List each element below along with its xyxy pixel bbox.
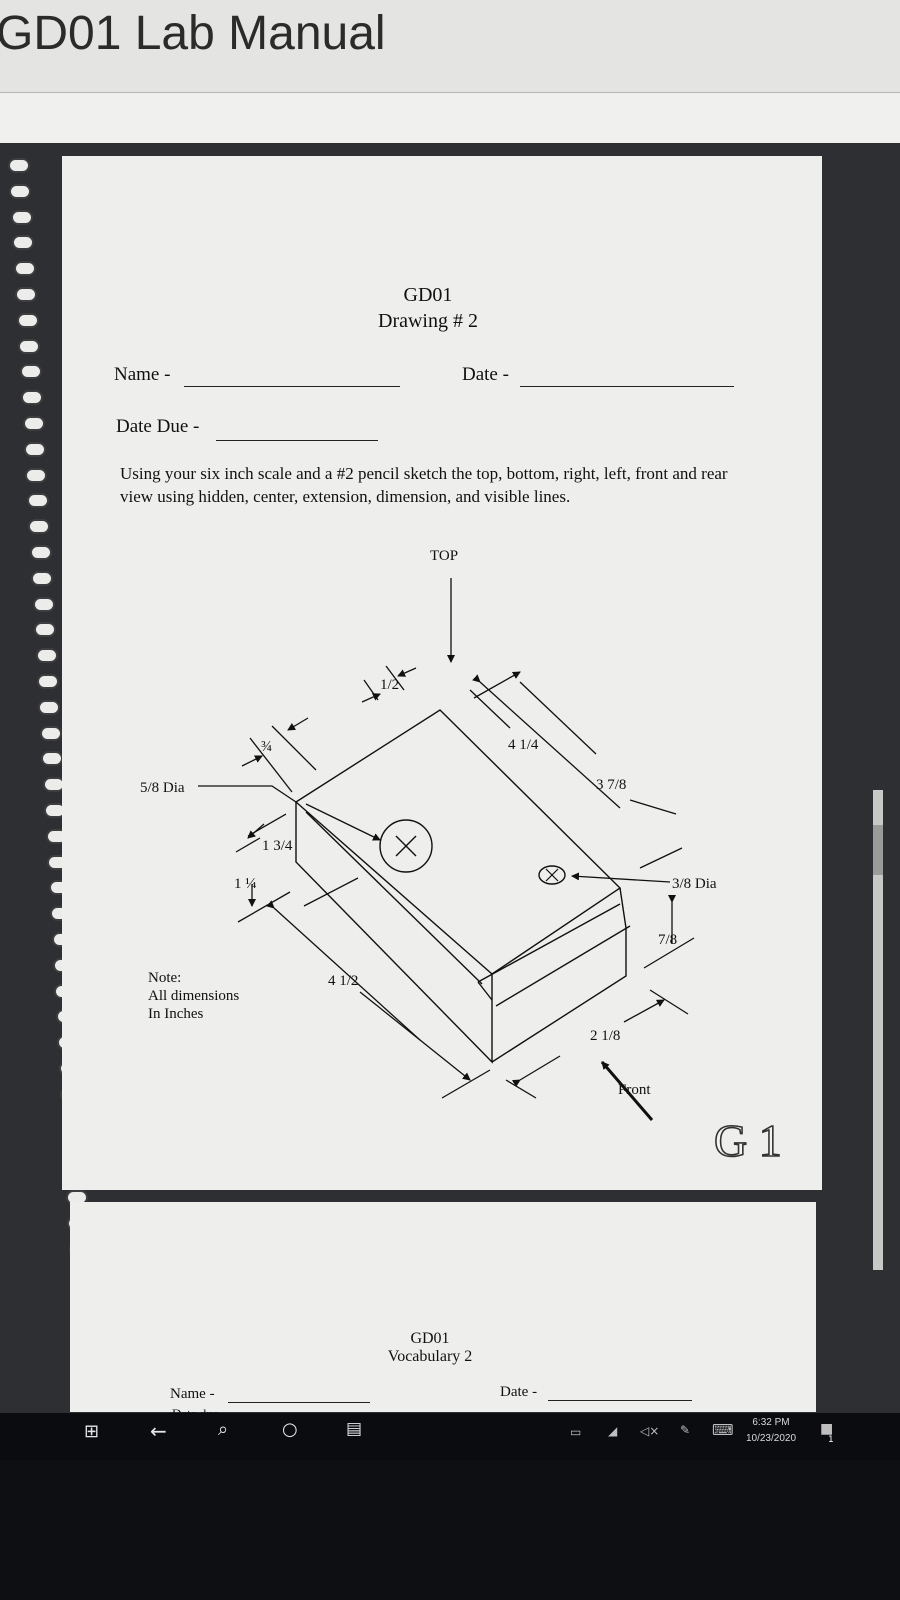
clock-time[interactable]: 6:32 PM <box>752 1417 790 1428</box>
scrollbar-thumb[interactable] <box>873 825 883 875</box>
notification-count: 1 <box>828 1435 834 1445</box>
stamp-g1: G 1 <box>714 1115 782 1166</box>
document-page-drawing: GD01 Drawing # 2 Name - Date - Date Due … <box>62 156 822 1190</box>
block-outline <box>294 709 631 1064</box>
wifi-icon[interactable]: ◢ <box>608 1424 618 1438</box>
label-half: 1/2 <box>380 677 399 693</box>
note-line-2: All dimensions <box>148 988 240 1004</box>
app-titlebar: GD01 Lab Manual <box>0 0 900 93</box>
binding-hole <box>37 674 59 689</box>
label-three-quarter: ¾ <box>261 739 272 755</box>
leader-3-8 <box>571 872 671 883</box>
date-line <box>520 386 734 387</box>
label-front: Front <box>618 1082 651 1098</box>
name-label: Name - <box>114 364 171 385</box>
leader-5-8 <box>198 785 297 803</box>
document-page-vocabulary: GD01 Vocabulary 2 Name - Date - Date due… <box>70 1202 816 1421</box>
page2-name-label: Name - <box>170 1386 215 1402</box>
label-3-8-dia: 3/8 Dia <box>672 876 717 892</box>
date-due-line <box>216 440 378 441</box>
keyboard-icon[interactable]: ⌨ <box>712 1421 734 1439</box>
front-view-arrow <box>600 1061 654 1121</box>
dimension-labels: TOP 5/8 Dia 3/8 Dia 1/2 ¾ 4 1/4 3 7/8 1 … <box>140 548 717 1098</box>
tablet-screen: GD01 Lab Manual GD01 Drawing # 2 Name - … <box>0 0 900 1460</box>
block-right-face <box>491 887 627 1063</box>
binding-hole <box>18 338 41 354</box>
binding-hole <box>31 570 54 586</box>
block-top-face <box>294 709 622 975</box>
note-line-1: Note: <box>148 970 182 986</box>
binding-hole <box>16 312 39 328</box>
battery-icon[interactable]: ▭ <box>570 1425 582 1439</box>
label-2-1-8: 2 1/8 <box>590 1028 620 1044</box>
app-title: GD01 Lab Manual <box>0 7 386 60</box>
label-3-7-8: 3 7/8 <box>596 777 626 793</box>
page2-name-line <box>228 1402 370 1403</box>
binding-hole <box>29 545 52 560</box>
windows-taskbar: ⊞ ← ⌕ ○ ▤ ▭ ◢ ◁× ✎ ⌨ 6:32 PM 10/23/2020 … <box>0 1413 900 1460</box>
label-7-8: 7/8 <box>658 932 677 948</box>
windows-start-icon[interactable]: ⊞ <box>84 1421 100 1442</box>
chamfer-edge <box>477 903 621 983</box>
binding-hole <box>38 699 61 715</box>
binding-hole <box>39 725 62 741</box>
page-heading: GD01 <box>403 284 453 306</box>
binding-hole <box>10 209 33 225</box>
isometric-drawing: TOP 5/8 Dia 3/8 Dia 1/2 ¾ 4 1/4 3 7/8 1 … <box>140 548 783 1167</box>
block-front-face <box>295 802 493 1064</box>
task-view-icon[interactable]: ▤ <box>346 1419 363 1439</box>
label-4-1-4: 4 1/4 <box>508 737 539 753</box>
label-1-1-4: 1 ¼ <box>234 876 257 892</box>
search-icon[interactable]: ⌕ <box>218 1419 229 1440</box>
binding-hole <box>26 493 49 509</box>
binding-hole <box>34 622 57 638</box>
hole-large <box>379 819 433 873</box>
speaker-muted-icon[interactable]: ◁× <box>640 1424 660 1438</box>
notification-icon[interactable]: ■ <box>820 1421 834 1437</box>
page2-date-line <box>548 1400 692 1401</box>
binding-hole <box>9 183 32 199</box>
label-5-8-dia: 5/8 Dia <box>140 780 185 796</box>
page2-heading: GD01 <box>410 1330 450 1347</box>
binding-hole <box>13 261 36 277</box>
binding-hole <box>19 364 42 380</box>
pen-icon[interactable]: ✎ <box>680 1423 691 1437</box>
label-top: TOP <box>430 548 458 564</box>
name-line <box>184 386 400 387</box>
label-4-1-2: 4 1/2 <box>328 973 358 989</box>
toolbar-band <box>0 93 900 143</box>
clock-date[interactable]: 10/23/2020 <box>745 1433 797 1444</box>
instructions-text: Using your six inch scale and a #2 penci… <box>120 464 728 506</box>
scrollbar-track[interactable] <box>873 790 883 1270</box>
binding-hole <box>35 648 58 664</box>
binding-hole <box>25 467 48 483</box>
page2-subheading: Vocabulary 2 <box>387 1348 473 1365</box>
binding-hole <box>23 441 46 457</box>
hole-small <box>538 865 566 885</box>
note-line-3: In Inches <box>148 1006 204 1022</box>
binding-hole <box>21 390 44 406</box>
date-due-label: Date Due - <box>116 416 200 437</box>
hidden-step-edge <box>305 811 483 985</box>
binding-hole <box>32 596 55 612</box>
page-subheading: Drawing # 2 <box>378 310 478 332</box>
binding-hole <box>12 235 35 251</box>
binding-hole <box>22 416 45 431</box>
cortana-circle-icon[interactable]: ○ <box>282 1419 298 1440</box>
page2-date-label: Date - <box>500 1384 538 1400</box>
label-1-3-4: 1 3/4 <box>262 838 293 854</box>
back-arrow-icon[interactable]: ← <box>150 1419 167 1443</box>
binding-hole <box>8 158 30 173</box>
binding-hole <box>28 519 51 535</box>
date-label: Date - <box>462 364 509 385</box>
binding-hole <box>15 287 38 302</box>
dimension-lines <box>198 578 695 1121</box>
